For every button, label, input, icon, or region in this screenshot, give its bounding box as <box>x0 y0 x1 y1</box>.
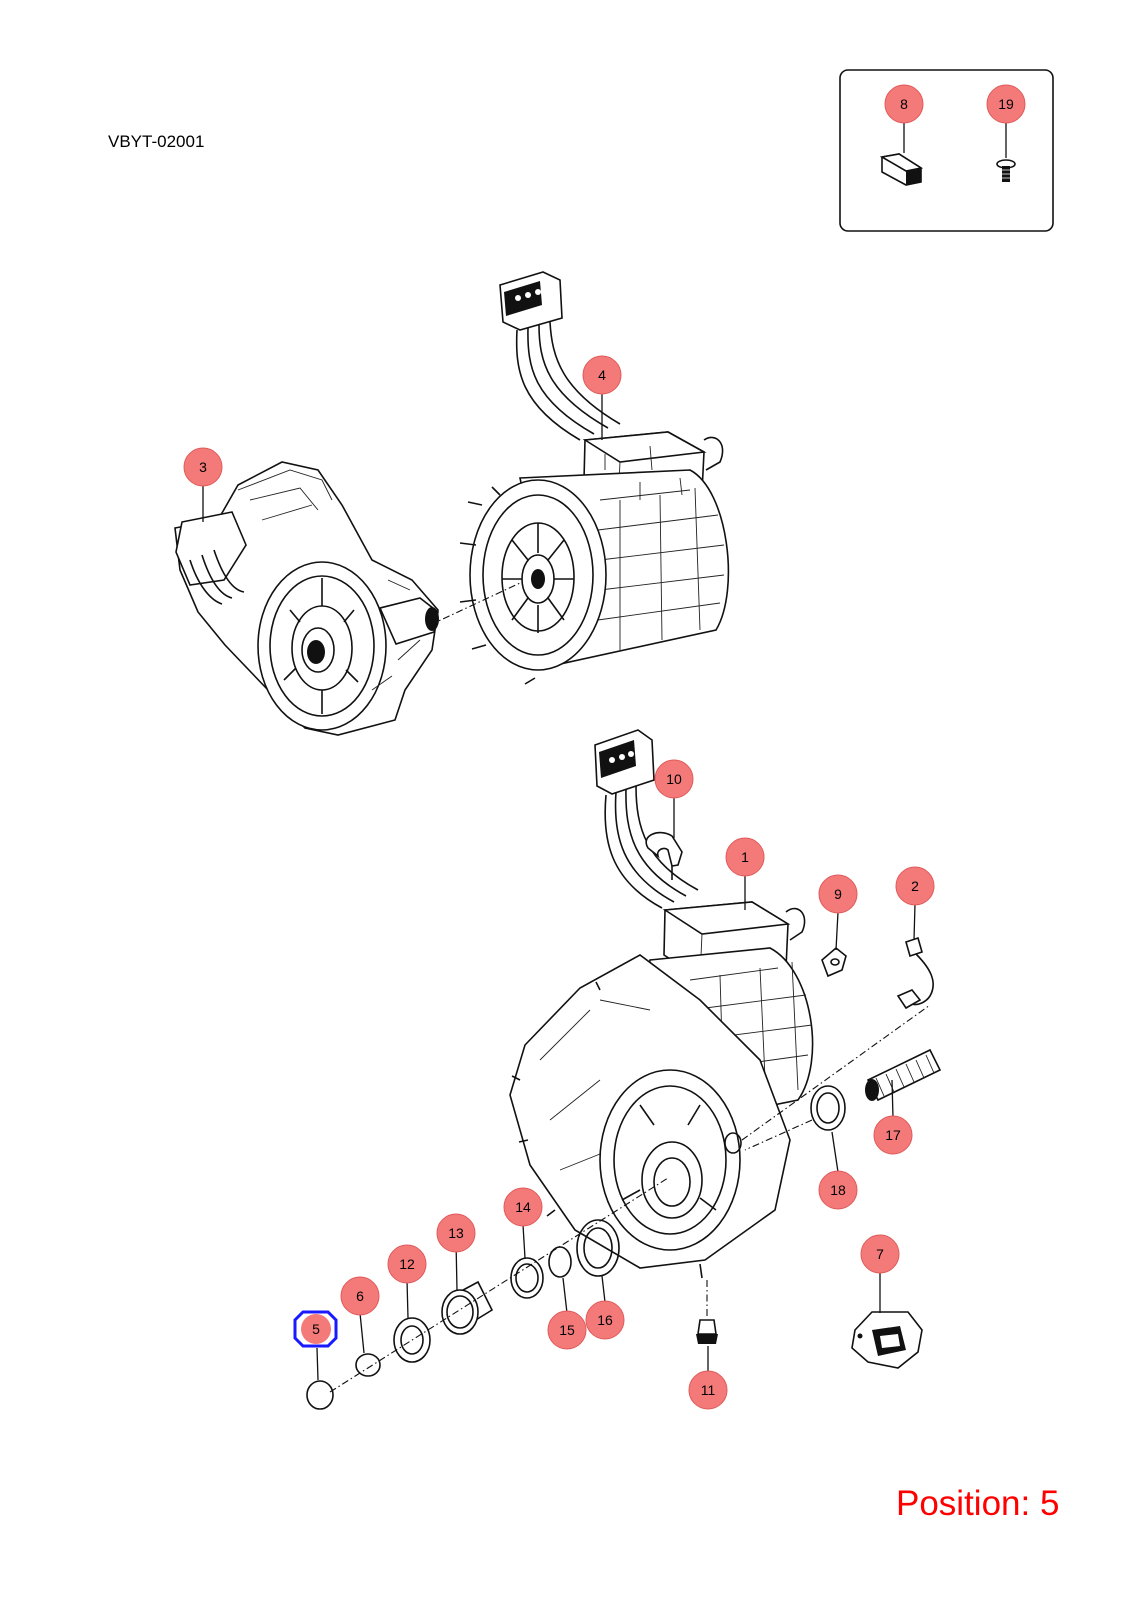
svg-text:19: 19 <box>998 96 1014 112</box>
callout-1[interactable]: 1 <box>725 837 765 877</box>
callout-16[interactable]: 16 <box>585 1300 625 1340</box>
svg-text:4: 4 <box>598 367 606 383</box>
svg-text:10: 10 <box>666 771 682 787</box>
svg-text:17: 17 <box>885 1127 901 1143</box>
svg-text:2: 2 <box>911 878 919 894</box>
part-11-plug <box>696 1319 718 1344</box>
svg-text:7: 7 <box>876 1246 884 1262</box>
part-14-race <box>510 1257 544 1299</box>
part-8-block <box>879 153 924 186</box>
svg-text:5: 5 <box>312 1321 320 1337</box>
callout-9[interactable]: 9 <box>818 874 858 914</box>
svg-text:8: 8 <box>900 96 908 112</box>
svg-text:9: 9 <box>834 886 842 902</box>
callout-12[interactable]: 12 <box>387 1244 427 1284</box>
callout-18[interactable]: 18 <box>818 1170 858 1210</box>
callout-10[interactable]: 10 <box>654 759 694 799</box>
part-6-ring <box>355 1353 381 1377</box>
callout-13[interactable]: 13 <box>436 1213 476 1253</box>
callout-5-selected[interactable]: 5 <box>293 1310 338 1348</box>
part-10-hose <box>645 831 683 880</box>
callout-8[interactable]: 8 <box>884 84 924 124</box>
part-2-sensor <box>896 936 934 1010</box>
callout-14[interactable]: 14 <box>503 1187 543 1227</box>
svg-text:16: 16 <box>597 1312 613 1328</box>
svg-text:18: 18 <box>830 1182 846 1198</box>
part-19-bolt <box>996 159 1016 182</box>
part-9-gasket <box>821 946 847 978</box>
svg-text:3: 3 <box>199 459 207 475</box>
part-7-sensor-plate <box>851 1311 923 1369</box>
callout-6[interactable]: 6 <box>340 1276 380 1316</box>
gearbox-assembly-3 <box>174 461 439 736</box>
callout-2[interactable]: 2 <box>895 866 935 906</box>
callout-7[interactable]: 7 <box>860 1234 900 1274</box>
leader-lines <box>202 122 1007 1381</box>
part-16-seal <box>576 1219 620 1277</box>
callout-17[interactable]: 17 <box>873 1115 913 1155</box>
motor-assembly-4 <box>459 271 730 685</box>
diagram-code: VBYT-02001 <box>108 132 205 151</box>
callout-19[interactable]: 19 <box>986 84 1026 124</box>
svg-text:13: 13 <box>448 1225 464 1241</box>
callout-4[interactable]: 4 <box>582 355 622 395</box>
svg-text:12: 12 <box>399 1256 415 1272</box>
svg-text:11: 11 <box>701 1382 716 1398</box>
callout-11[interactable]: 11 <box>688 1370 728 1410</box>
position-readout: Position: 5 <box>896 1484 1060 1523</box>
callout-3[interactable]: 3 <box>183 447 223 487</box>
svg-text:6: 6 <box>356 1288 364 1304</box>
part-13-bearing <box>441 1280 494 1335</box>
callout-15[interactable]: 15 <box>547 1310 587 1350</box>
svg-text:1: 1 <box>741 849 749 865</box>
part-5-snap-ring <box>306 1380 334 1410</box>
callouts: 8 19 4 3 10 1 9 2 17 18 7 14 13 12 6 15 … <box>183 84 1026 1410</box>
part-12-washer <box>393 1317 431 1363</box>
inset-box <box>839 69 1054 232</box>
part-17-shaft <box>865 1048 942 1102</box>
main-assembly-1 <box>509 729 814 1279</box>
svg-text:14: 14 <box>515 1199 531 1215</box>
svg-text:15: 15 <box>559 1322 575 1338</box>
part-18-seal <box>810 1085 846 1131</box>
